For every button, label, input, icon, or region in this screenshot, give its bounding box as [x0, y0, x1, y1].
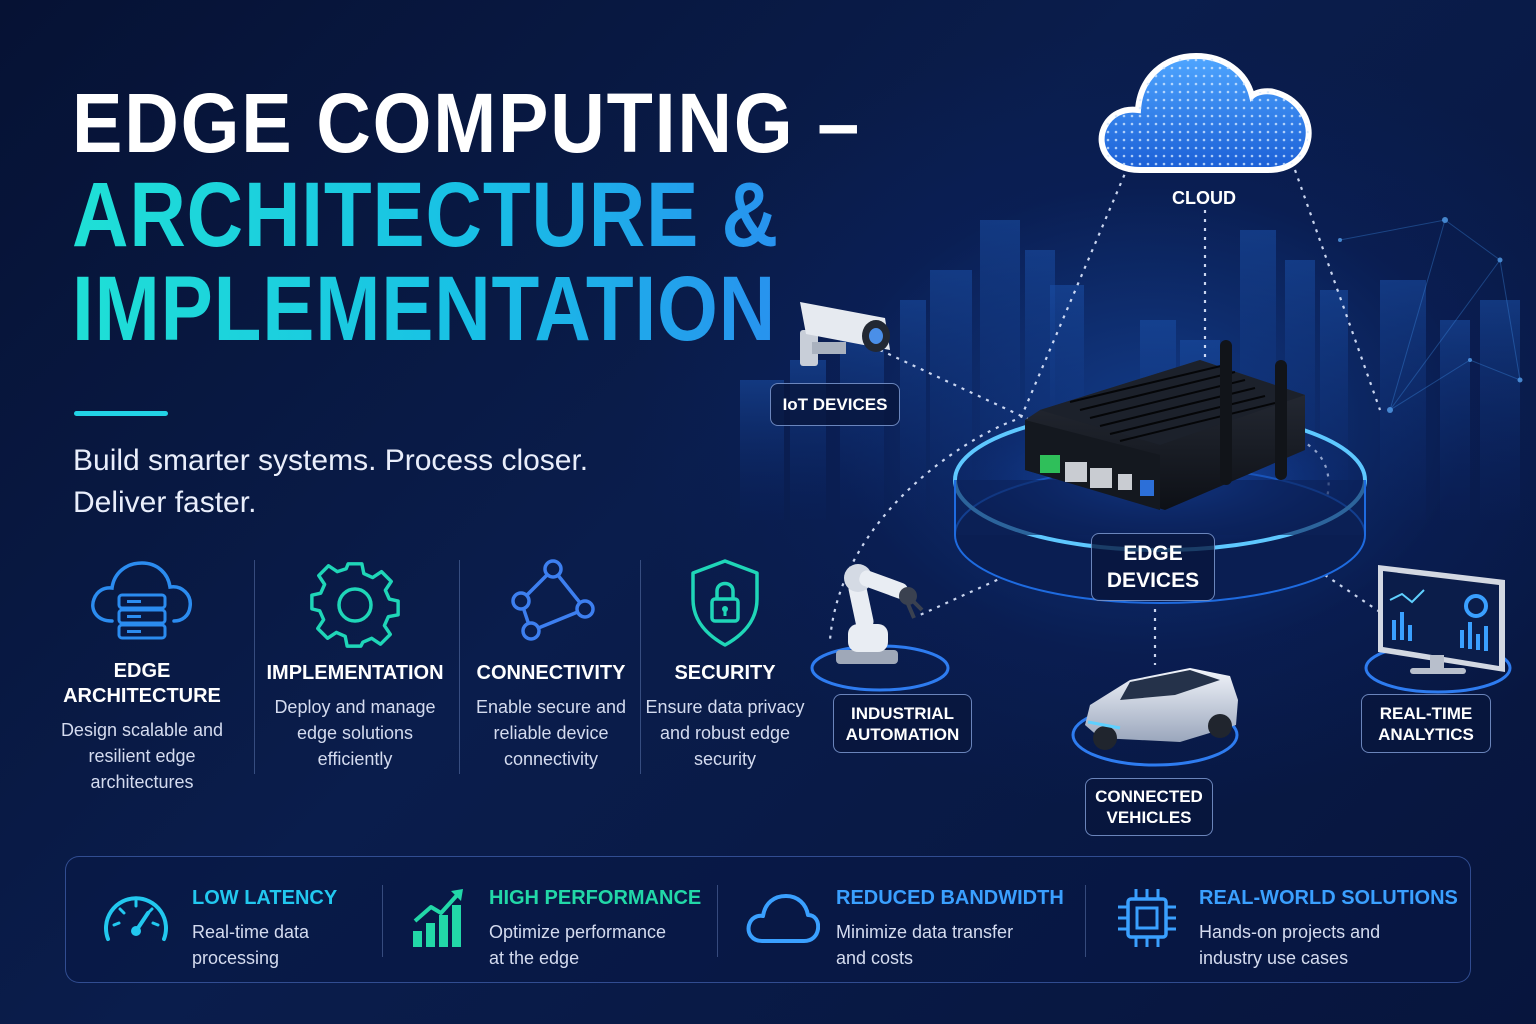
- feature-title: SECURITY: [674, 662, 776, 684]
- feature-implementation: IMPLEMENTATION Deploy and manage edge so…: [262, 555, 448, 772]
- subtitle-line-2: Deliver faster.: [73, 486, 257, 519]
- feature-desc-line-3: connectivity: [503, 749, 599, 769]
- benefit-desc-line-2: and costs: [836, 948, 914, 968]
- real-time-analytics-label: REAL-TIME ANALYTICS: [1361, 694, 1491, 753]
- title-underline: [74, 411, 168, 416]
- feature-desc-line-3: architectures: [90, 772, 194, 792]
- bar-chart-growth-icon: [413, 889, 463, 947]
- iot-devices-label: IoT DEVICES: [770, 383, 900, 426]
- benefit-desc-line-1: Real-time data: [192, 922, 310, 942]
- analytics-monitor-image: [1364, 565, 1512, 694]
- benefit-title: REAL-WORLD SOLUTIONS: [1199, 887, 1458, 909]
- title-line-2: ARCHITECTURE &: [72, 168, 817, 262]
- feature-desc-line-1: Deploy and manage: [274, 697, 436, 717]
- feature-divider: [254, 560, 255, 774]
- shield-lock-icon: [691, 559, 759, 647]
- benefit-desc-line-2: at the edge: [489, 948, 580, 968]
- benefit-desc-line-1: Optimize performance: [489, 922, 667, 942]
- feature-description: Enable secure and reliable device connec…: [466, 694, 636, 772]
- feature-title: EDGE ARCHITECTURE: [52, 659, 232, 709]
- benefit-reduced-bandwidth: REDUCED BANDWIDTH Minimize data transfer…: [718, 857, 1084, 984]
- feature-desc-line-1: Design scalable and: [60, 720, 224, 740]
- feature-title: CONNECTIVITY: [476, 662, 626, 684]
- analytics-line-1: REAL-TIME: [1379, 703, 1473, 723]
- speedometer-icon: [104, 896, 168, 941]
- feature-desc-line-2: reliable device: [493, 723, 609, 743]
- page-title: EDGE COMPUTING – ARCHITECTURE & IMPLEMEN…: [72, 78, 949, 356]
- subtitle: Build smarter systems. Process closer. D…: [73, 440, 633, 524]
- analytics-line-2: ANALYTICS: [1378, 724, 1474, 744]
- benefit-divider: [382, 885, 383, 957]
- feature-edge-architecture: EDGE ARCHITECTURE Design scalable and re…: [52, 555, 232, 795]
- benefit-title: REDUCED BANDWIDTH: [836, 887, 1064, 909]
- vehicles-line-1: CONNECTED: [1095, 787, 1203, 806]
- benefits-bar: LOW LATENCY Real-time data processing HI…: [65, 856, 1471, 983]
- gear-icon: [310, 562, 400, 648]
- benefit-real-world-solutions: REAL-WORLD SOLUTIONS Hands-on projects a…: [1086, 857, 1472, 984]
- chip-icon: [1118, 889, 1176, 947]
- robot-arm-image: [810, 564, 950, 692]
- edge-devices-label: EDGE DEVICES: [1091, 533, 1215, 601]
- feature-desc-line-1: Ensure data privacy: [645, 697, 805, 717]
- title-line-1: EDGE COMPUTING –: [72, 76, 862, 170]
- feature-desc-line-1: Enable secure and: [475, 697, 627, 717]
- edge-devices-line-2: DEVICES: [1106, 569, 1200, 592]
- cloud-server-icon: [91, 561, 192, 640]
- benefit-low-latency: LOW LATENCY Real-time data processing: [66, 857, 382, 984]
- feature-security: SECURITY Ensure data privacy and robust …: [644, 555, 806, 772]
- industrial-automation-label: INDUSTRIAL AUTOMATION: [833, 694, 972, 753]
- feature-desc-line-2: edge solutions: [296, 723, 414, 743]
- benefit-high-performance: HIGH PERFORMANCE Optimize performance at…: [383, 857, 717, 984]
- benefit-divider: [1085, 885, 1086, 957]
- cloud-image: [1098, 52, 1312, 173]
- benefit-description: Optimize performance at the edge: [489, 919, 666, 971]
- benefit-title: LOW LATENCY: [192, 887, 338, 909]
- benefit-desc-line-1: Hands-on projects and: [1199, 922, 1381, 942]
- security-camera-image: [800, 302, 890, 366]
- feature-description: Ensure data privacy and robust edge secu…: [644, 694, 806, 772]
- network-nodes-icon: [511, 559, 595, 641]
- feature-divider: [640, 560, 641, 774]
- industrial-line-2: AUTOMATION: [845, 724, 960, 744]
- feature-divider: [459, 560, 460, 774]
- benefit-description: Hands-on projects and industry use cases: [1199, 919, 1380, 971]
- feature-desc-line-3: efficiently: [317, 749, 393, 769]
- benefit-desc-line-2: processing: [192, 948, 280, 968]
- feature-desc-line-2: resilient edge: [88, 746, 196, 766]
- industrial-line-1: INDUSTRIAL: [851, 703, 954, 723]
- cloud-icon: [746, 894, 820, 943]
- subtitle-line-1: Build smarter systems. Process closer.: [73, 444, 589, 477]
- benefit-title: HIGH PERFORMANCE: [489, 887, 702, 909]
- vehicles-line-2: VEHICLES: [1106, 808, 1192, 827]
- benefit-divider: [717, 885, 718, 957]
- feature-title-line-2: ARCHITECTURE: [63, 685, 221, 707]
- feature-desc-line-2: and robust edge: [659, 723, 791, 743]
- feature-description: Deploy and manage edge solutions efficie…: [262, 694, 448, 772]
- cloud-label: CLOUD: [1172, 188, 1236, 208]
- connected-car-image: [1071, 668, 1239, 767]
- feature-title: IMPLEMENTATION: [266, 662, 444, 684]
- edge-device-image: [1025, 340, 1305, 510]
- title-line-3: IMPLEMENTATION: [72, 262, 817, 356]
- edge-devices-line-1: EDGE: [1123, 542, 1183, 565]
- connected-vehicles-label: CONNECTED VEHICLES: [1085, 778, 1213, 836]
- benefit-description: Real-time data processing: [192, 919, 309, 971]
- benefit-desc-line-2: industry use cases: [1199, 948, 1349, 968]
- benefit-description: Minimize data transfer and costs: [836, 919, 1013, 971]
- feature-connectivity: CONNECTIVITY Enable secure and reliable …: [466, 555, 636, 772]
- feature-description: Design scalable and resilient edge archi…: [52, 717, 232, 795]
- feature-desc-line-3: security: [693, 749, 756, 769]
- feature-title-line-1: EDGE: [113, 660, 171, 682]
- benefit-desc-line-1: Minimize data transfer: [836, 922, 1014, 942]
